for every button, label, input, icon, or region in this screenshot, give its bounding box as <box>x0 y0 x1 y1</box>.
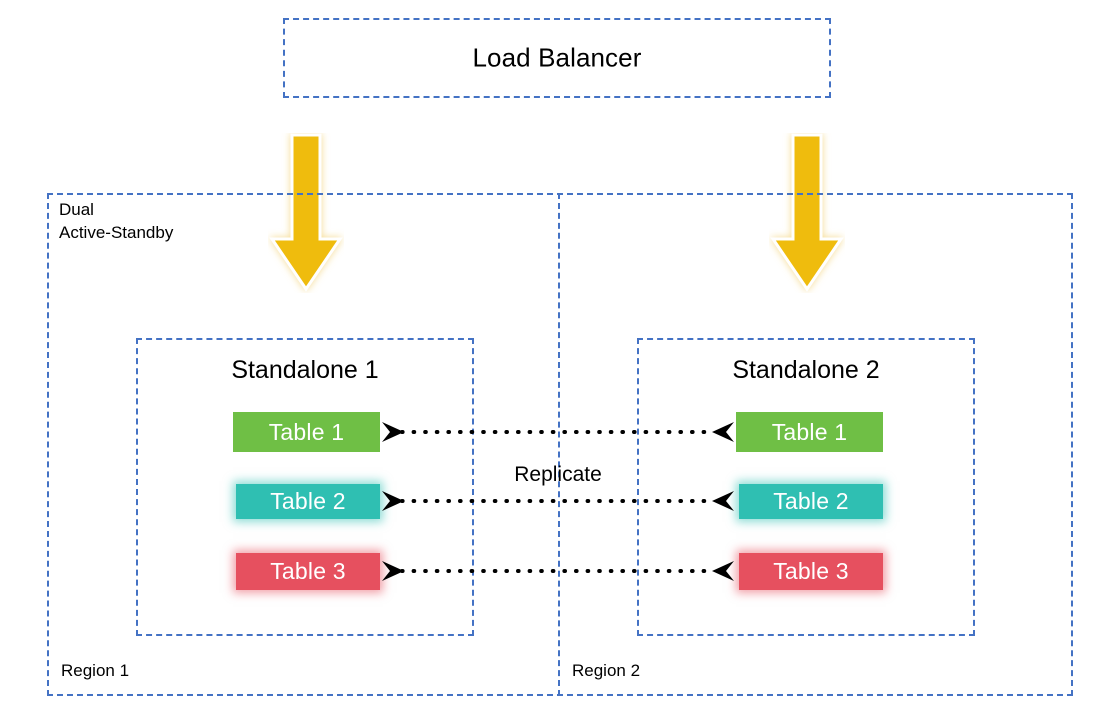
table-chip-label: Table 2 <box>773 488 849 514</box>
table-chip-label: Table 3 <box>773 558 849 584</box>
table-chip-label: Table 1 <box>268 418 345 445</box>
standalone-2-title: Standalone 2 <box>732 356 880 384</box>
standalone-2-table-1[interactable]: Table 1 <box>736 412 883 452</box>
dual-active-standby-label: Dual Active-Standby <box>59 200 174 242</box>
standalone-1-table-3[interactable]: Table 3 <box>236 553 380 590</box>
regions-outer-box <box>47 193 1073 696</box>
region-1-label: Region 1 <box>61 661 130 680</box>
load-balancer-box: Load Balancer <box>283 18 831 98</box>
table-chip-label: Table 3 <box>270 558 346 584</box>
table-chip-label: Table 1 <box>771 418 848 445</box>
table-chip-label: Table 2 <box>270 488 346 514</box>
standalone-2-table-3[interactable]: Table 3 <box>739 553 883 590</box>
standalone-2-table-2[interactable]: Table 2 <box>739 484 883 519</box>
standalone-1-title: Standalone 1 <box>231 356 379 384</box>
standalone-1-box: Standalone 1 <box>136 338 474 636</box>
standalone-1-table-1[interactable]: Table 1 <box>233 412 380 452</box>
standalone-2-box: Standalone 2 <box>637 338 975 636</box>
replicate-arrow-table-2 <box>380 489 736 513</box>
replicate-arrow-table-3 <box>380 559 736 583</box>
down-arrow-icon-region2 <box>769 133 845 293</box>
replicate-arrow-table-1 <box>380 420 736 444</box>
region-2-label: Region 2 <box>572 661 641 680</box>
down-arrow-icon-region1 <box>268 133 344 293</box>
replicate-label: Replicate <box>514 463 602 486</box>
region-divider <box>558 193 560 696</box>
load-balancer-label: Load Balancer <box>472 42 642 73</box>
standalone-1-table-2[interactable]: Table 2 <box>236 484 380 519</box>
